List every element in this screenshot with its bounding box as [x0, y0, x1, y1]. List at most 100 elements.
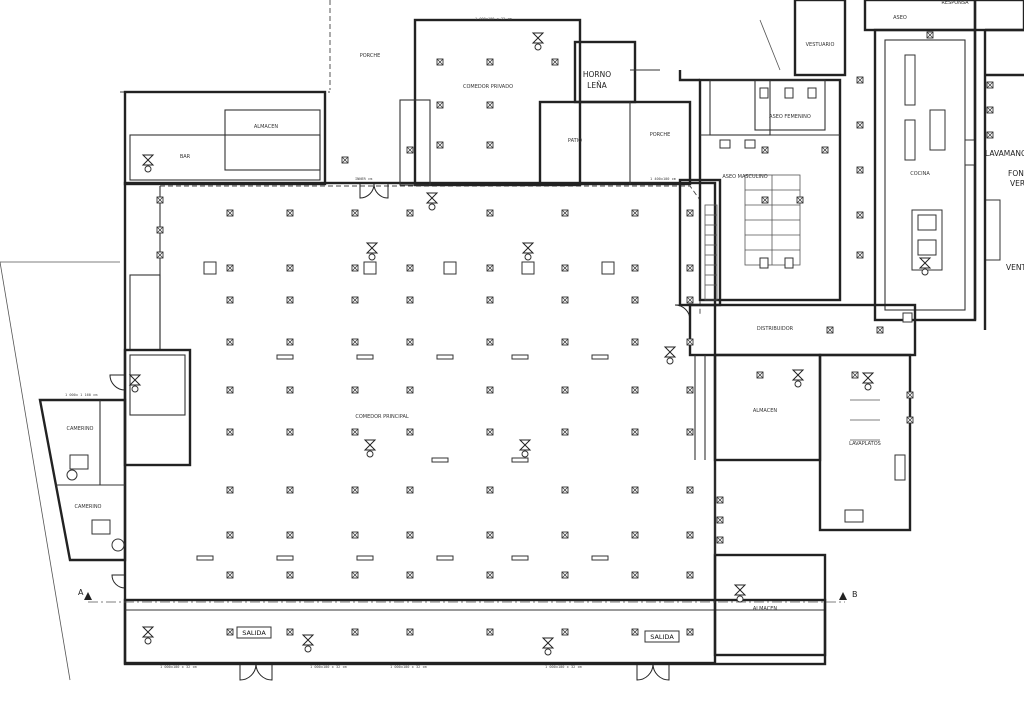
ceiling-fixture-mark	[631, 338, 639, 346]
exit-signs	[236, 626, 680, 643]
square-light-fixtures	[203, 261, 615, 275]
ceiling-fixture-mark	[856, 251, 864, 259]
ceiling-fixture-mark	[286, 338, 294, 346]
ceiling-fixture-mark	[436, 101, 444, 109]
ceiling-fixture-mark	[561, 209, 569, 217]
ceiling-fixture-mark	[631, 428, 639, 436]
ceiling-fixture-mark	[486, 141, 494, 149]
ceiling-fixture-mark	[856, 121, 864, 129]
ceiling-fixture-mark	[686, 209, 694, 217]
label-cocina: COCINA	[910, 171, 930, 177]
ceiling-fixture-mark	[561, 264, 569, 272]
label-horno: HORNO	[583, 70, 611, 79]
dim-right-door: 1 400x100 cm	[650, 177, 676, 181]
hourglass-symbol	[791, 369, 805, 388]
ceiling-fixture-mark	[406, 386, 414, 394]
ceiling-fixture-mark	[631, 571, 639, 579]
label-responsa: RESPONSA	[941, 0, 969, 6]
ceiling-fixture-mark	[286, 571, 294, 579]
storage-bottom	[713, 470, 827, 657]
ceiling-fixture-mark	[561, 338, 569, 346]
ceiling-fixture-mark	[226, 531, 234, 539]
light-bar	[276, 354, 294, 360]
section-line-ab: A B	[78, 588, 858, 603]
hourglass-symbol	[663, 346, 677, 365]
label-salida-right: SALIDA	[650, 633, 674, 641]
ceiling-fixture-mark	[286, 531, 294, 539]
ceiling-fixture-mark	[486, 628, 494, 636]
ceiling-fixture-mark	[406, 296, 414, 304]
ceiling-fixture-mark	[926, 31, 934, 39]
dim-inner-door: INNER cm	[355, 177, 372, 181]
ceiling-fixture-mark	[561, 296, 569, 304]
hourglass-symbols	[128, 32, 932, 656]
hourglass-symbol	[518, 439, 532, 458]
light-bar	[196, 555, 214, 561]
section-a-label: A	[78, 588, 84, 597]
ceiling-fixture-mark	[631, 296, 639, 304]
ceiling-fixture-mark	[761, 196, 769, 204]
ceiling-fixture-mark	[486, 531, 494, 539]
ceiling-fixture-mark	[856, 166, 864, 174]
ceiling-fixture-mark	[436, 58, 444, 66]
ceiling-fixture-mark	[406, 209, 414, 217]
ceiling-fixture-mark	[906, 416, 914, 424]
label-comedor-privado: COMEDOR PRIVADO	[463, 84, 513, 90]
ceiling-fixture-mark	[686, 571, 694, 579]
ceiling-fixture-mark	[906, 391, 914, 399]
label-aseo-femenino: ASEO FEMENINO	[769, 114, 811, 120]
hourglass-symbol	[141, 626, 155, 645]
ceiling-fixture-mark	[686, 296, 694, 304]
hourglass-symbol	[363, 439, 377, 458]
ceiling-fixture-mark	[226, 264, 234, 272]
ceiling-fixture-mark	[486, 428, 494, 436]
storage-dishwash-block	[694, 353, 912, 532]
ceiling-fixture-mark	[486, 338, 494, 346]
hourglass-symbol	[531, 32, 545, 51]
hourglass-symbol	[425, 192, 439, 211]
label-aseo-small: ASEO	[893, 15, 907, 21]
ceiling-fixture-mark	[486, 386, 494, 394]
label-porche-right: PORCHE	[650, 132, 671, 138]
light-bar	[591, 555, 609, 561]
ceiling-fixture-mark	[486, 571, 494, 579]
ceiling-fixture-mark	[561, 531, 569, 539]
label-ventil: VENTIL	[1006, 263, 1024, 272]
ceiling-fixture-mark	[486, 209, 494, 217]
ceiling-fixture-mark	[986, 81, 994, 89]
ceiling-fixture-mark	[351, 209, 359, 217]
ceiling-fixture-mark	[406, 428, 414, 436]
light-bar	[356, 354, 374, 360]
ceiling-fixture-mark	[631, 486, 639, 494]
ceiling-fixture-mark	[686, 531, 694, 539]
ceiling-fixture-mark	[286, 386, 294, 394]
ceiling-fixture-mark	[226, 338, 234, 346]
ceiling-fixture-mark	[351, 486, 359, 494]
ceiling-fixture-mark	[631, 264, 639, 272]
ceiling-fixture-mark	[406, 571, 414, 579]
top-service-area	[678, 0, 1024, 136]
dim-left-door: 1 000x 1 160 cm	[65, 393, 97, 397]
ceiling-fixture-mark	[821, 146, 829, 154]
ceiling-fixture-mark	[986, 131, 994, 139]
ceiling-fixture-mark	[226, 428, 234, 436]
light-bar	[591, 354, 609, 360]
light-bar	[511, 457, 529, 463]
room-labels: COMEDOR PRINCIPAL COMEDOR PRIVADO HORNO …	[66, 0, 1024, 641]
dim-top-door: 1 000x100 x 22 cm	[475, 17, 512, 21]
label-lavamanos: LAVAMANO	[985, 149, 1024, 158]
ceiling-fixture-mark	[226, 628, 234, 636]
ceiling-fixture-mark	[561, 571, 569, 579]
hourglass-symbol	[918, 257, 932, 276]
square-light	[363, 261, 377, 275]
kitchen-block	[873, 28, 1024, 330]
label-bar: BAR	[180, 154, 191, 160]
section-b-label: B	[852, 590, 858, 599]
ceiling-fixture-mark	[286, 264, 294, 272]
ceiling-fixture-mark	[856, 211, 864, 219]
ceiling-fixture-mark	[226, 296, 234, 304]
label-lavaplatos: LAVAPLATOS	[849, 441, 881, 447]
square-light	[443, 261, 457, 275]
hourglass-symbol	[128, 374, 142, 393]
